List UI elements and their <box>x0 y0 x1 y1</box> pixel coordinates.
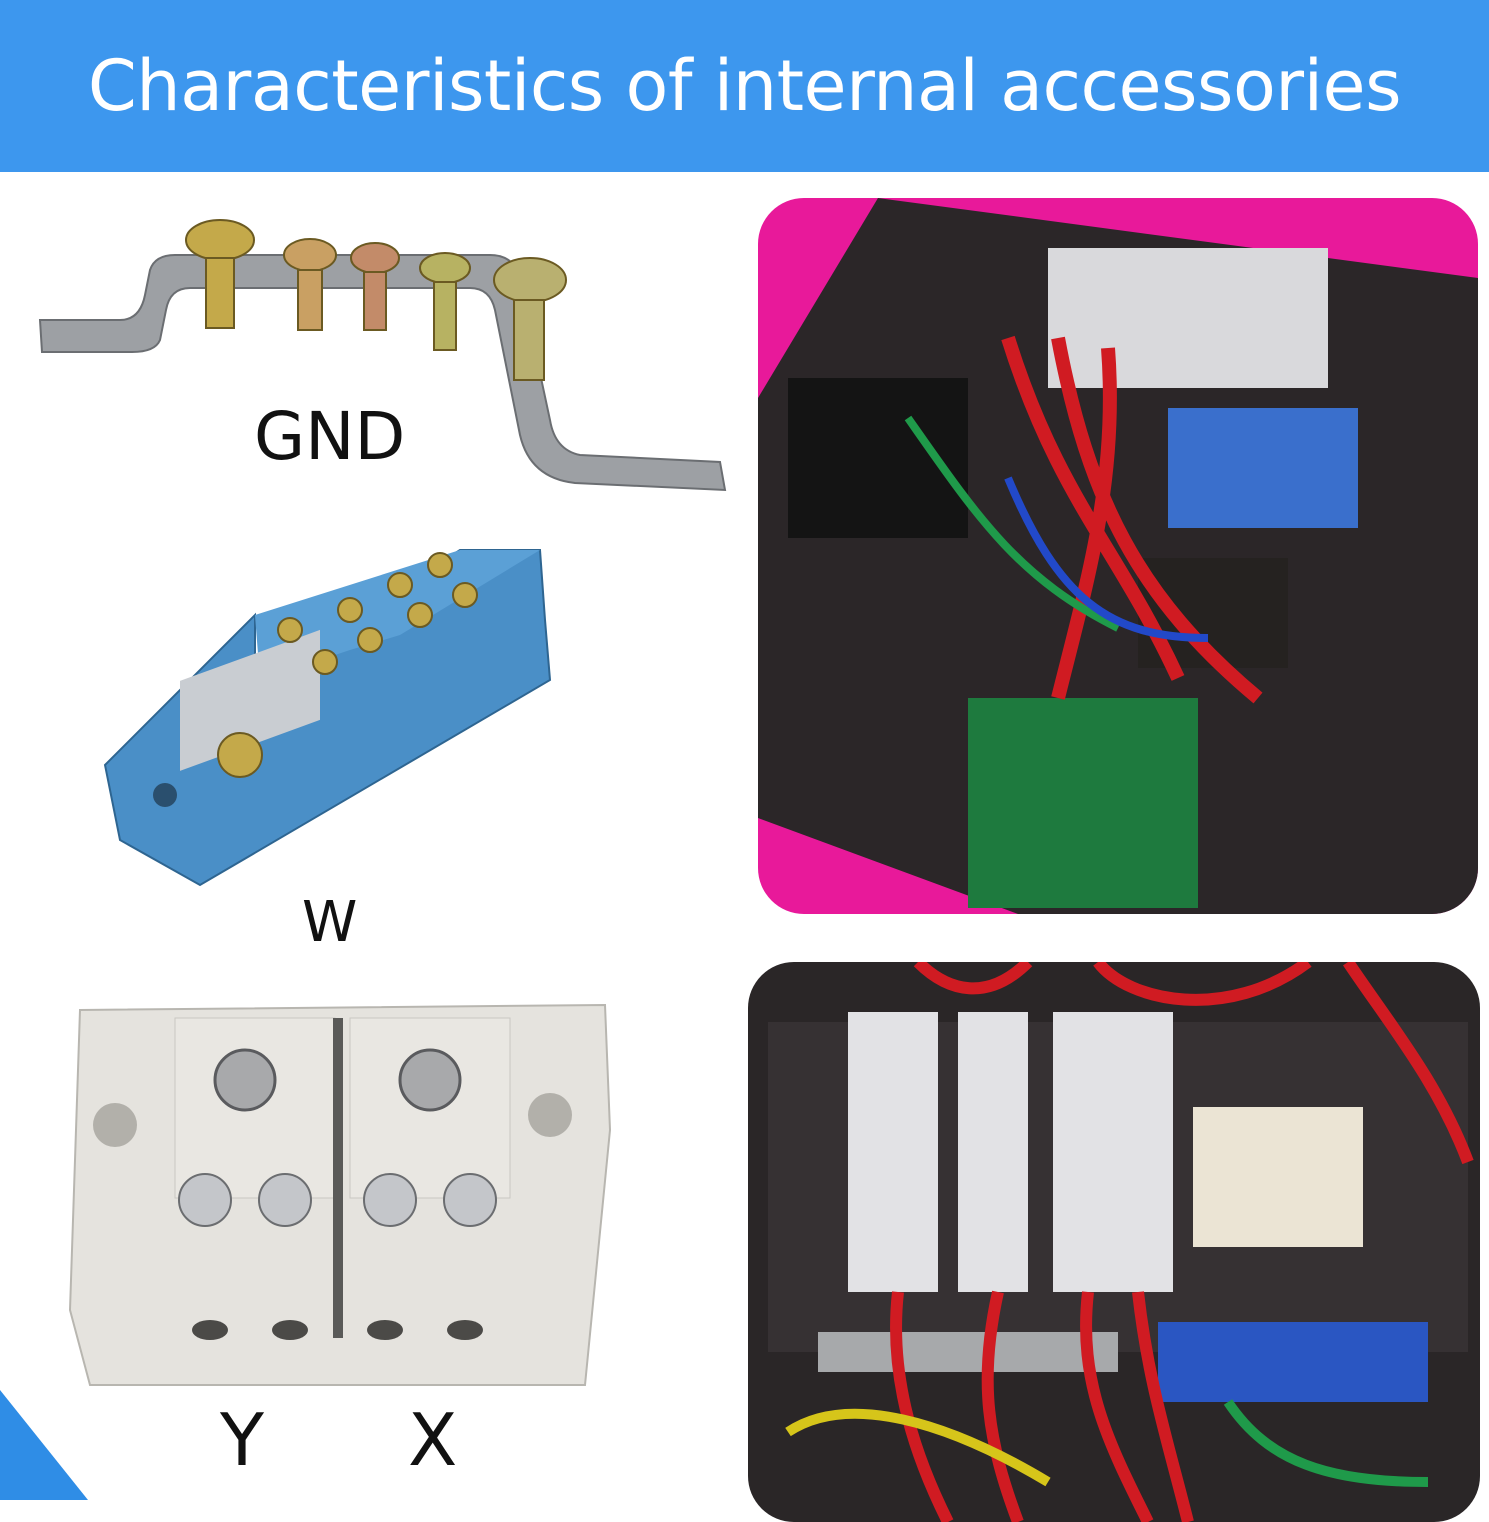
header-banner: Characteristics of internal accessories <box>0 0 1489 172</box>
page-title: Characteristics of internal accessories <box>87 45 1402 127</box>
distribution-box-photo-top <box>758 198 1478 914</box>
gnd-screws <box>185 219 567 381</box>
w-terminal-block-image <box>103 549 552 887</box>
x-label: X <box>408 1398 458 1482</box>
y-label: Y <box>220 1398 264 1482</box>
distribution-box-photo-bottom <box>748 962 1480 1522</box>
gnd-label: GND <box>254 398 406 475</box>
gnd-busbar-image <box>38 219 727 492</box>
w-label: W <box>302 890 358 955</box>
corner-accent <box>0 1390 88 1500</box>
yx-terminal-block-image <box>68 1003 612 1386</box>
